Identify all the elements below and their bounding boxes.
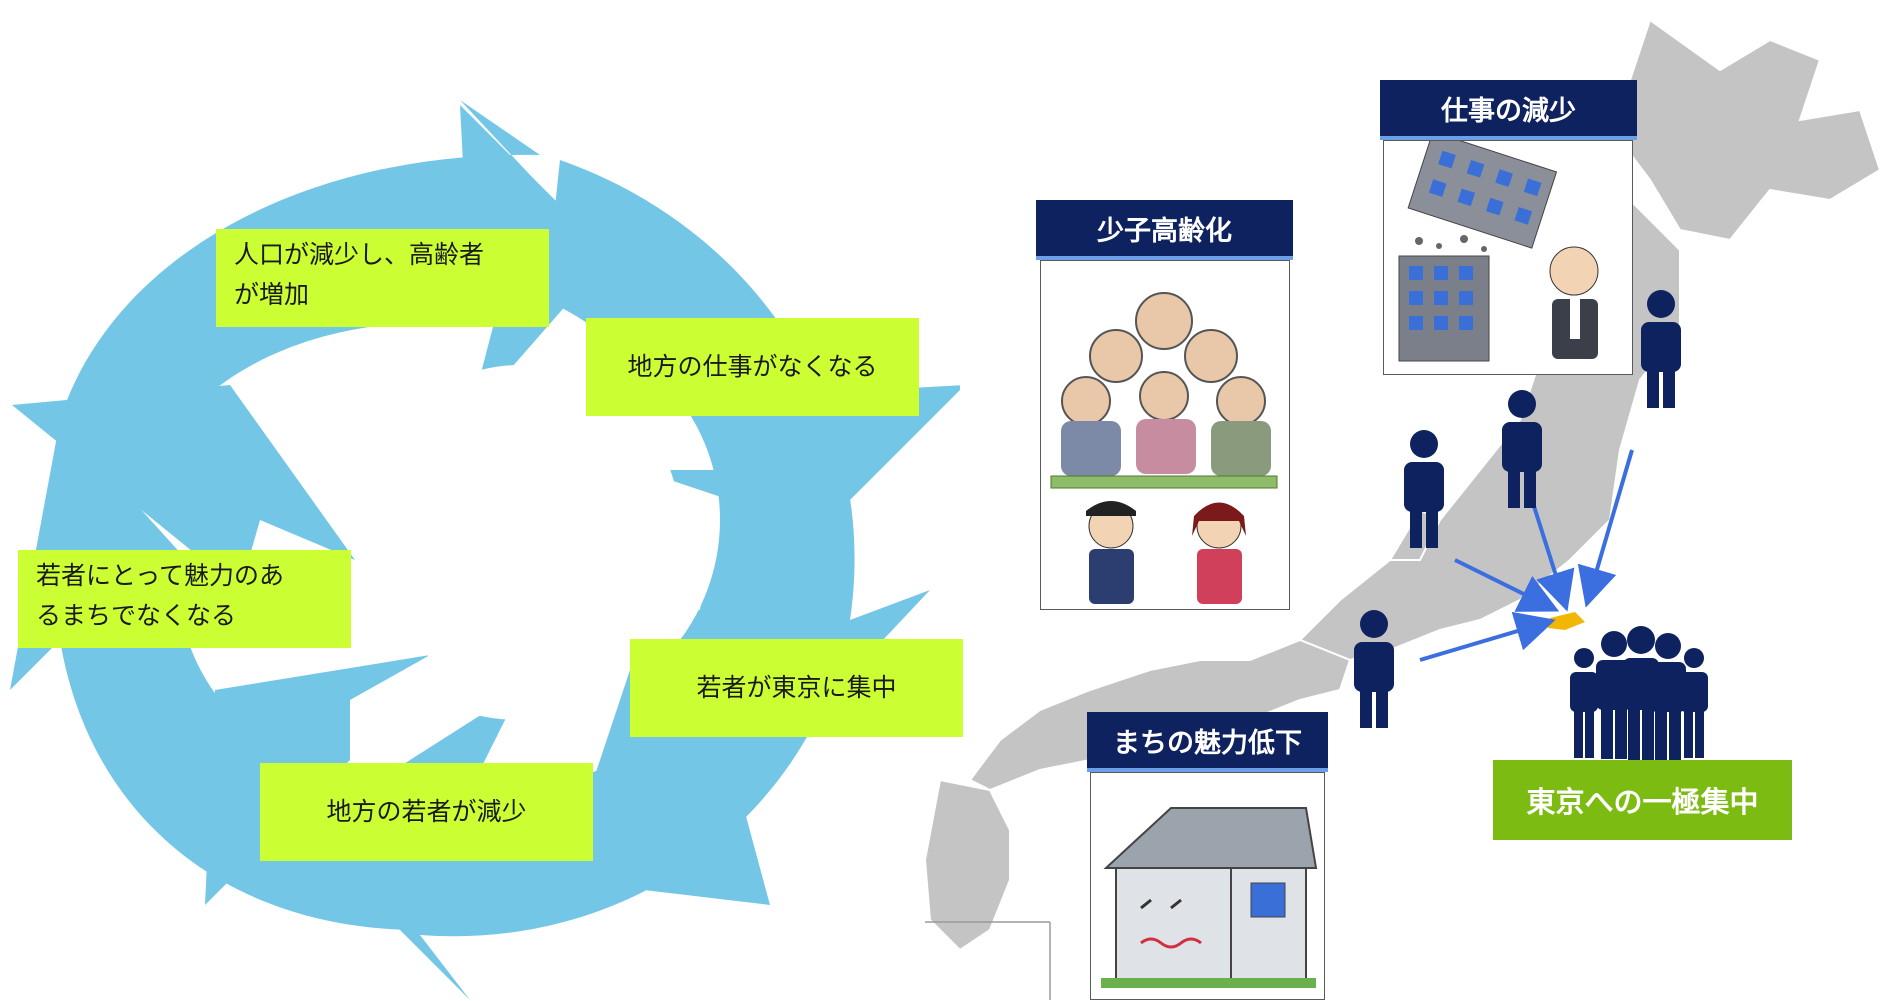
cycle-step-2-box: 地方の仕事がなくなる bbox=[586, 318, 919, 416]
map-hokkaido bbox=[1618, 18, 1882, 242]
person-icon bbox=[1502, 390, 1542, 508]
cycle-step-4-text: 地方の若者が減少 bbox=[326, 797, 527, 826]
sad-dilapidated-house-illustration bbox=[1101, 807, 1318, 988]
card-jobs-image bbox=[1383, 131, 1633, 375]
card-aging-title-text: 少子高齢化 bbox=[1097, 215, 1232, 247]
cycle-step-1-line-1: 人口が減少し、高齢者 bbox=[234, 240, 485, 269]
crowd-icon bbox=[1570, 626, 1708, 761]
cycle-step-5-box: 若者にとって魅力のあ るまちでなくなる bbox=[18, 550, 351, 648]
arrow-to-tokyo-3 bbox=[1577, 449, 1634, 608]
tokyo-concentration-label: 東京への一極集中 bbox=[1493, 760, 1792, 840]
card-town-title-text: まちの魅力低下 bbox=[1113, 727, 1302, 759]
card-jobs-title-text: 仕事の減少 bbox=[1441, 95, 1576, 127]
person-icon bbox=[1641, 290, 1681, 408]
elderly-supported-by-young-illustration bbox=[1050, 292, 1278, 604]
cycle-step-4-box: 地方の若者が減少 bbox=[260, 763, 593, 861]
cycle-step-1-line-2: が増加 bbox=[234, 280, 310, 309]
person-icon bbox=[1404, 430, 1444, 548]
japan-map bbox=[923, 18, 1882, 1000]
card-jobs-title: 仕事の減少 bbox=[1380, 80, 1637, 140]
cycle-step-1-box: 人口が減少し、高齢者 が増加 bbox=[216, 229, 549, 327]
cycle-step-2-text: 地方の仕事がなくなる bbox=[627, 352, 878, 381]
cycle-step-5-line-2: るまちでなくなる bbox=[36, 601, 237, 630]
person-icon bbox=[1354, 610, 1394, 728]
arrow-to-tokyo-4 bbox=[1419, 611, 1556, 662]
tokyo-concentration-label-text: 東京への一極集中 bbox=[1526, 785, 1759, 819]
map-kyushu bbox=[923, 778, 1011, 952]
map-tokyo-highlight bbox=[1548, 612, 1585, 630]
collapsing-building-worried-worker-illustration bbox=[1398, 131, 1599, 362]
cycle-arrow-head-3 bbox=[560, 640, 770, 905]
cycle-arrow-head-5 bbox=[12, 385, 355, 590]
cycle-step-3-text: 若者が東京に集中 bbox=[696, 673, 897, 702]
card-aging-title: 少子高齢化 bbox=[1036, 200, 1293, 260]
card-town-image bbox=[1090, 772, 1325, 1000]
card-town-title: まちの魅力低下 bbox=[1087, 712, 1328, 772]
cycle-step-3-box: 若者が東京に集中 bbox=[630, 639, 963, 737]
arrow-to-tokyo-1 bbox=[1454, 558, 1560, 612]
arrow-to-tokyo-2 bbox=[1530, 499, 1575, 612]
cycle-step-5-line-1: 若者にとって魅力のあ bbox=[36, 561, 285, 590]
card-aging-image bbox=[1040, 260, 1290, 610]
cycle-arrow-head-2 bbox=[640, 385, 960, 530]
cycle-center-hole-inner bbox=[360, 365, 680, 685]
